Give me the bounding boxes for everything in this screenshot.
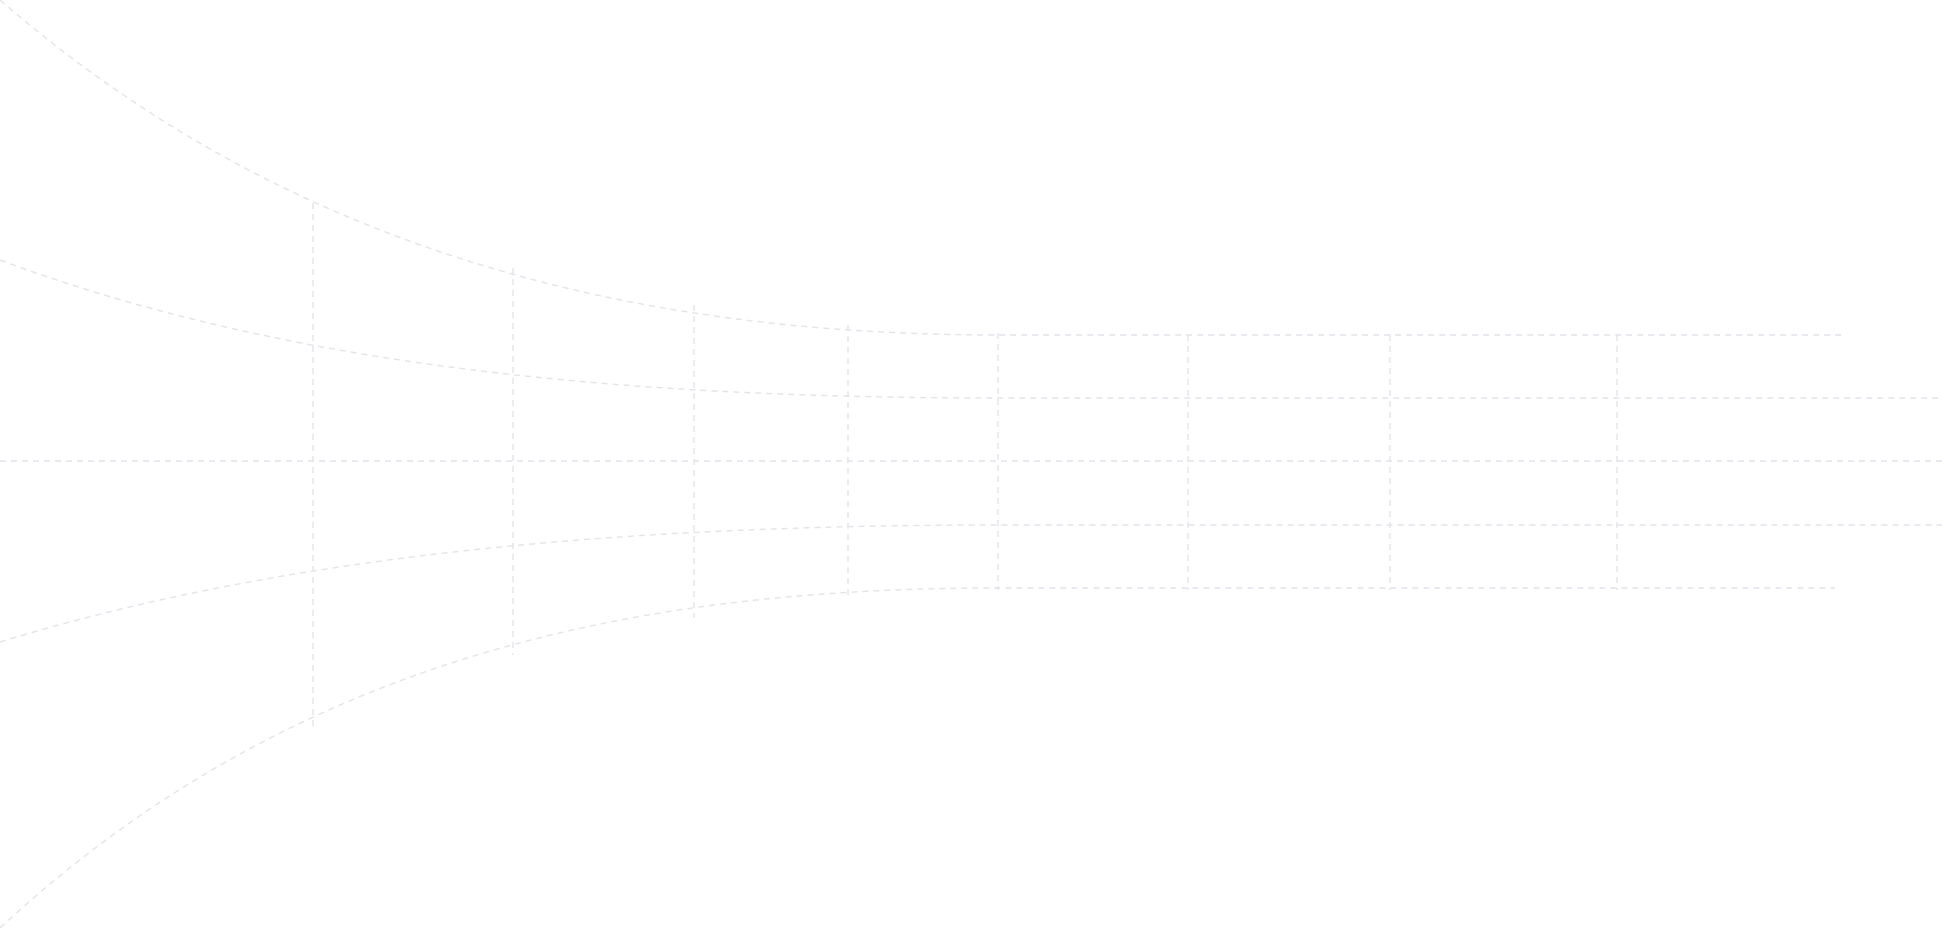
curve-line-upper [0, 259, 1938, 399]
curve-line-bottom [0, 587, 1835, 929]
curve-line-top [0, 0, 1845, 336]
curve-line-lower [0, 524, 1942, 643]
